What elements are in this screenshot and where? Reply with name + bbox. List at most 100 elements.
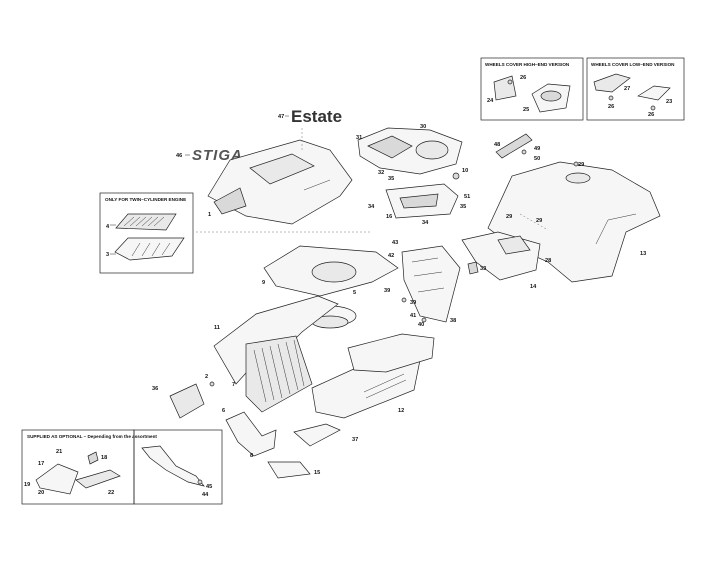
estate-decal: Estate [285,107,342,126]
part-13-fuel-cap [565,172,591,184]
part-38-side-bracket [401,245,461,323]
callout-35: 35 [388,176,394,182]
part-3-tray [114,237,185,261]
part-26-screw-b [608,95,614,101]
optional-box-title: SUPPLIED AS OPTIONAL – Depending from th… [27,434,157,439]
part-7-fitting [452,172,460,180]
stiga-decal: STIGA [185,147,243,164]
callout-8: 8 [250,453,253,459]
callout-12: 12 [398,408,404,414]
callout-14: 14 [530,284,537,290]
callout-22: 22 [108,490,114,496]
part-38-bracket-body [401,245,461,323]
callout-32: 32 [378,170,384,176]
wheels-low-box-title: WHEELS COVER LOW–END VERSION [591,62,675,67]
callout-9: 9 [262,280,265,286]
callout-50: 50 [534,156,540,162]
callout-39: 39 [384,288,390,294]
part-40-screw [421,317,427,323]
callout-19: 19 [24,482,30,488]
callout-33: 33 [480,266,486,272]
callout-49: 49 [534,146,540,152]
callout-15: 15 [314,470,320,476]
optional-box-frame-right [133,429,223,505]
part-23-wheel-cover [637,85,671,101]
part-4-grille-slats [123,216,165,227]
wheels-low-box: WHEELS COVER LOW–END VERSION [586,57,685,121]
part-9-tray-opening [311,261,357,283]
part-12-step-ribs [363,373,407,399]
callout-29b: 29 [506,214,512,220]
part-30-console [415,140,449,160]
callout-37: 37 [352,437,358,443]
wheels-low-box-frame [586,57,685,121]
callout-28: 28 [545,258,551,264]
part-29-screw [573,161,579,167]
part-14-battery-box [461,231,541,281]
part-37-bracket [293,423,341,447]
part-45-bolt [197,479,203,485]
callout-labels: 1 2 3 4 5 6 7 8 9 10 11 12 13 14 15 16 1… [24,75,672,498]
part-31-dashboard-panel [367,135,413,159]
callout-26b: 26 [608,104,614,110]
callout-25: 25 [523,107,529,113]
callout-48: 48 [494,142,500,148]
callout-21: 21 [56,449,62,455]
callout-39b: 39 [410,300,416,306]
wheels-high-box-title: WHEELS COVER HIGH–END VERSION [485,62,570,67]
part-7-grille [245,335,313,413]
part-26-screw-c [650,105,656,111]
callout-41: 41 [410,313,416,319]
callout-16: 16 [386,214,392,220]
callout-29: 29 [578,162,584,168]
callout-6: 6 [222,408,225,414]
part-44-bumper [141,445,205,487]
part-10-front-panel [347,333,435,373]
part-20-guard [35,463,79,495]
part-8-lower-shield [225,411,277,457]
twin-cylinder-box-frame [99,192,194,274]
stiga-logo-text: STIGA [192,147,243,164]
guide-line-3 [519,213,549,231]
part-7-grille-frame [245,335,313,413]
callout-44: 44 [202,492,209,498]
part-24-wheel-cover [493,75,517,101]
callout-5: 5 [353,290,356,296]
callout-36: 36 [152,386,158,392]
callout-51: 51 [464,194,470,200]
part-2-screw [209,381,215,387]
callout-2: 2 [205,374,208,380]
part-1-hood [207,139,353,225]
part-4-grille [115,213,177,231]
part-7-grille-slats [253,339,305,403]
callout-34b: 34 [422,220,429,226]
wheels-high-box-frame [480,57,584,121]
part-36-bracket [169,383,205,419]
callout-38: 38 [450,318,456,324]
callout-3: 3 [106,252,109,258]
callout-24: 24 [487,98,494,104]
callout-4: 4 [106,224,110,230]
callout-47: 47 [278,114,284,120]
twin-cylinder-box: ONLY FOR TWIN–CYLINDER ENGINE [99,192,194,274]
part-48-strip [495,133,533,159]
callout-45: 45 [206,484,212,490]
callout-20: 20 [38,490,44,496]
part-38-bracket-ribs [411,257,445,293]
part-49-screw [521,149,527,155]
callout-1: 1 [208,212,211,218]
callout-30: 30 [420,124,426,130]
callout-17: 17 [38,461,44,467]
callout-35b: 35 [460,204,466,210]
estate-logo-text: Estate [291,107,342,126]
part-14-box-lid [497,235,531,255]
part-1-hood-line [303,179,331,191]
part-10-panel-body [347,333,435,373]
callout-31: 31 [356,135,362,141]
part-39-screw [401,297,407,303]
callout-29c: 29 [536,218,542,224]
callout-42: 42 [388,253,394,259]
callout-7: 7 [232,382,235,388]
callout-40: 40 [418,322,424,328]
part-26-screw [507,79,513,85]
